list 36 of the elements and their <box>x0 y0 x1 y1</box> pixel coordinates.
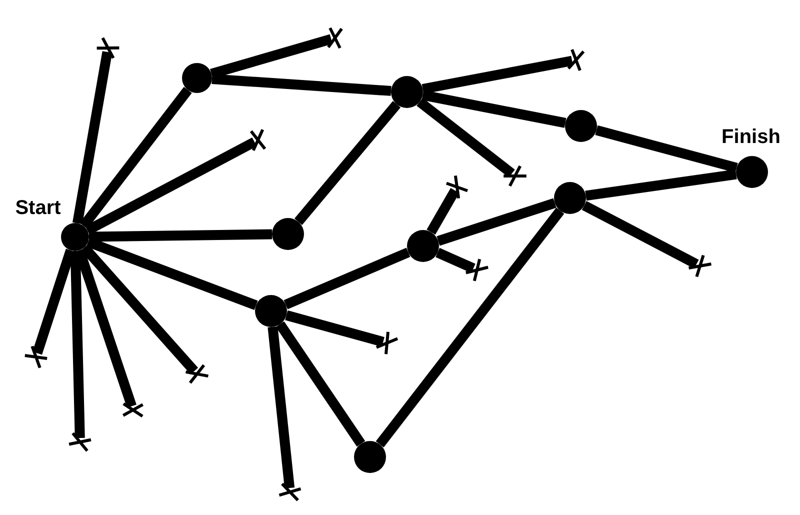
connector-line <box>86 237 258 310</box>
connector-line <box>436 198 556 246</box>
connector-line <box>80 244 198 374</box>
node-label: Finish <box>722 127 780 147</box>
connector-line <box>210 34 333 79</box>
connector-line <box>70 250 85 438</box>
connector-line <box>294 101 401 225</box>
connector-line <box>422 56 573 94</box>
connector-line <box>85 137 257 235</box>
connector-line <box>88 229 272 242</box>
dead-end-cross <box>278 480 302 504</box>
connector-line <box>72 51 112 224</box>
connector-line <box>284 248 410 310</box>
connector-line <box>582 200 699 269</box>
connector-line <box>436 248 476 273</box>
connector-line <box>285 310 384 347</box>
connector-line <box>276 321 366 447</box>
dead-end-cross <box>24 345 48 369</box>
node-label: Start <box>15 198 61 218</box>
dead-end-cross <box>445 175 469 199</box>
connector-line <box>80 86 192 229</box>
dead-end-cross <box>503 164 527 188</box>
dead-end-cross <box>185 362 209 386</box>
connector-line <box>422 90 566 128</box>
connector-line <box>212 74 392 96</box>
connector-line <box>585 169 737 201</box>
dead-end-cross <box>96 36 120 60</box>
dead-end-cross <box>68 430 92 454</box>
connector-line <box>268 326 295 489</box>
dead-end-cross <box>465 258 489 282</box>
connector-line <box>416 98 515 178</box>
connector-line <box>426 188 460 235</box>
connector-line <box>376 208 564 448</box>
dead-end-cross <box>688 254 712 278</box>
dead-end-cross <box>375 331 399 355</box>
connector-line <box>595 125 738 173</box>
